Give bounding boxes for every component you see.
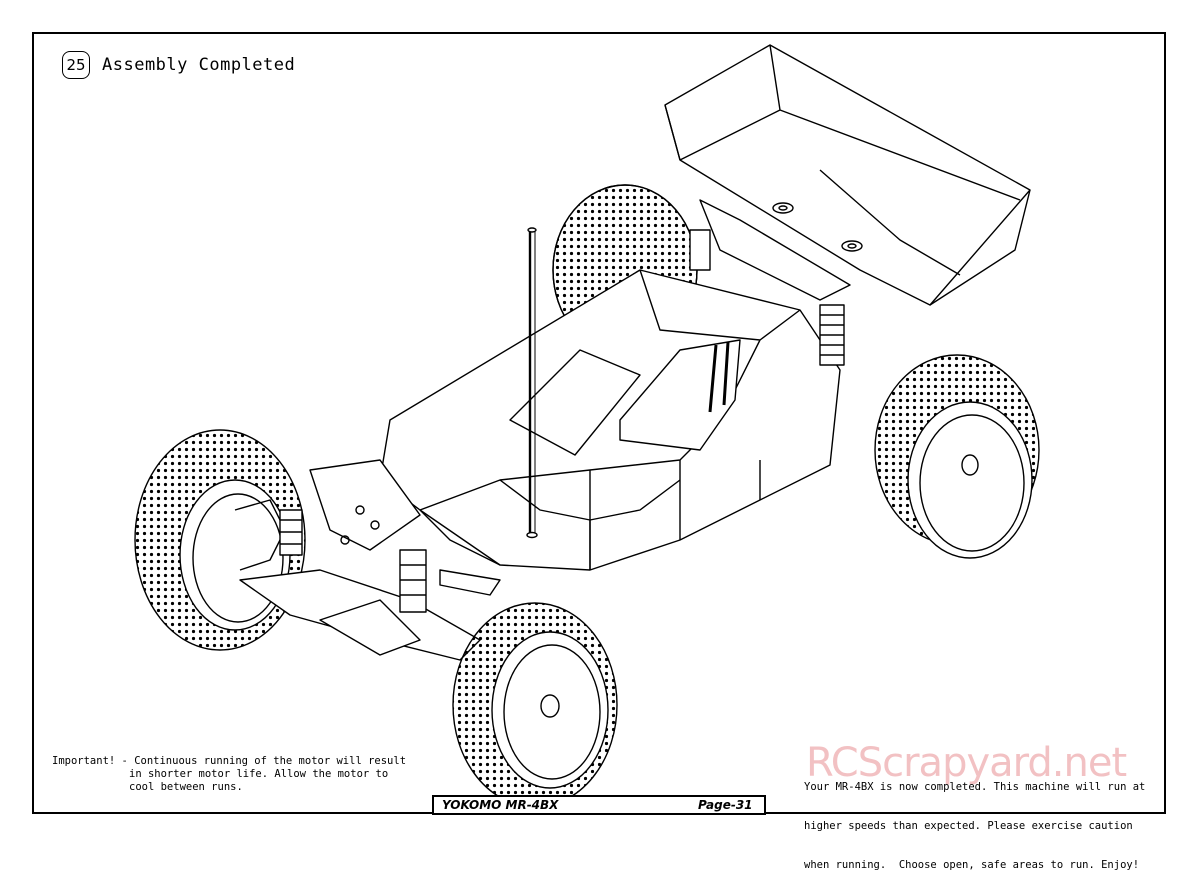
rear-shock (689, 229, 845, 366)
completion-line-3: when running. Choose open, safe areas to… (804, 859, 1140, 871)
note-line-2: in shorter motor life. Allow the motor t… (129, 768, 389, 780)
model-name: YOKOMO MR-4BX (442, 798, 559, 812)
page-footer: YOKOMO MR-4BX Page-31 (432, 795, 766, 815)
completion-line-1: Your MR-4BX is now completed. This machi… (804, 781, 1146, 793)
buggy-illustration-icon (134, 44, 1040, 808)
step-title: Assembly Completed (102, 55, 296, 75)
page-number: Page-31 (698, 798, 753, 812)
body-shell (379, 269, 841, 571)
front-chassis (239, 459, 501, 661)
front-right-wheel (452, 602, 618, 808)
note-line-1: Continuous running of the motor will res… (134, 755, 407, 767)
completion-line-2: higher speeds than expected. Please exer… (804, 820, 1133, 832)
step-heading: 25 Assembly Completed (62, 51, 295, 79)
completion-note: Your MR-4BX is now completed. This machi… (804, 755, 1145, 885)
note-prefix: Important! - (52, 755, 135, 767)
note-line-3: cool between runs. (129, 781, 243, 793)
rear-wing (664, 44, 1031, 306)
antenna (526, 227, 538, 539)
watermark: RCScrapyard.net (806, 740, 1127, 786)
step-number: 25 (62, 51, 90, 79)
important-note: Important! - Continuous running of the m… (52, 755, 406, 794)
rear-right-wheel (874, 354, 1040, 559)
